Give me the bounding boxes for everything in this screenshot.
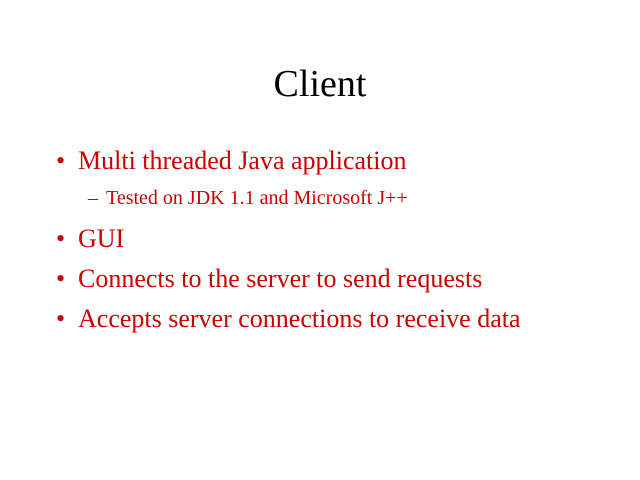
bullet-text: Accepts server connections to receive da…	[78, 304, 521, 333]
slide-title: Client	[273, 63, 367, 105]
bullet-text: Multi threaded Java application	[78, 146, 407, 175]
bullet-icon: •	[56, 224, 66, 253]
bullet-text: GUI	[78, 224, 125, 253]
bullet-text: Connects to the server to send requests	[78, 264, 483, 293]
sub-bullet-text: Tested on JDK 1.1 and Microsoft J++	[106, 187, 408, 209]
bullet-icon: •	[56, 304, 66, 333]
bullet-item-2: • GUI	[56, 224, 124, 254]
bullet-icon: •	[56, 264, 66, 293]
bullet-item-3: • Connects to the server to send requests	[56, 264, 482, 294]
bullet-item-4: • Accepts server connections to receive d…	[56, 304, 521, 334]
dash-icon: –	[88, 187, 98, 209]
bullet-item-1: • Multi threaded Java application	[56, 146, 407, 176]
bullet-icon: •	[56, 146, 66, 175]
sub-bullet-item-1: –Tested on JDK 1.1 and Microsoft J++	[88, 186, 408, 210]
